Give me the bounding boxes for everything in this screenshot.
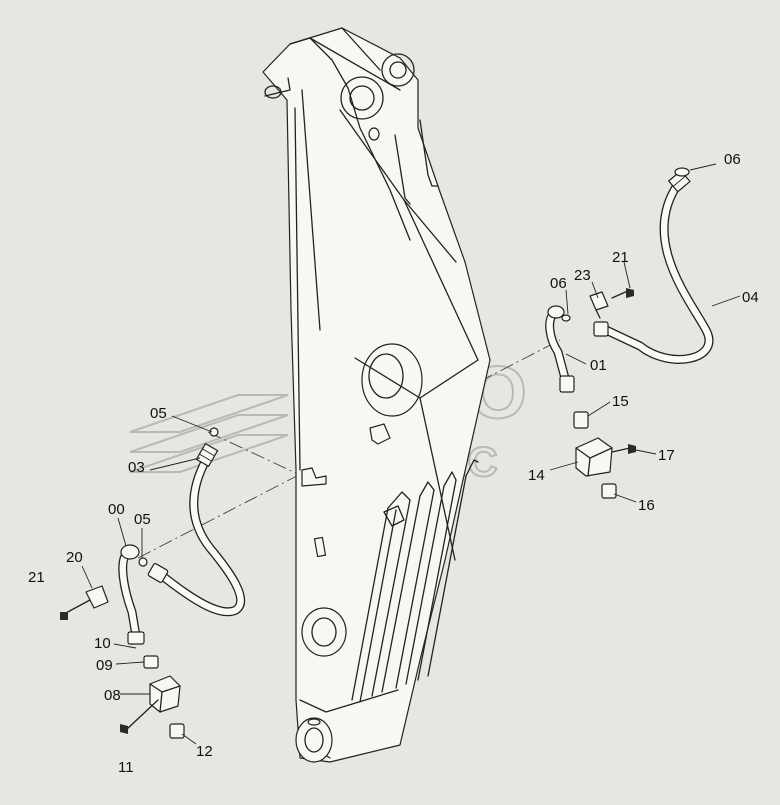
right-hose-assembly (545, 167, 714, 499)
callout-10: 10 (94, 635, 111, 652)
callout-06-top: 06 (724, 151, 741, 168)
callout-00: 00 (108, 501, 125, 518)
callout-14: 14 (528, 467, 545, 484)
callout-15: 15 (612, 393, 629, 410)
callout-17: 17 (658, 447, 675, 464)
callout-08: 08 (104, 687, 121, 704)
callout-05-left: 05 (150, 405, 167, 422)
callout-05-low: 05 (134, 511, 151, 528)
callout-06-mid: 06 (550, 275, 567, 292)
callout-labels: 06 04 21 23 06 01 15 14 17 16 05 03 00 0… (28, 151, 759, 776)
callout-21-right: 21 (612, 249, 629, 266)
callout-16: 16 (638, 497, 655, 514)
boom-side-pipes (351, 423, 479, 703)
callout-01: 01 (590, 357, 607, 374)
callout-12: 12 (196, 743, 213, 760)
callout-11: 11 (118, 759, 134, 776)
callout-04: 04 (742, 289, 759, 306)
callout-20: 20 (66, 549, 83, 566)
callout-23: 23 (574, 267, 591, 284)
center-lines (137, 339, 561, 559)
callout-21-left: 21 (28, 569, 45, 586)
leader-lines (81, 163, 741, 745)
callout-09: 09 (96, 657, 113, 674)
left-hose-assembly (60, 427, 246, 739)
callout-03: 03 (128, 459, 145, 476)
boom-arm (262, 27, 491, 763)
